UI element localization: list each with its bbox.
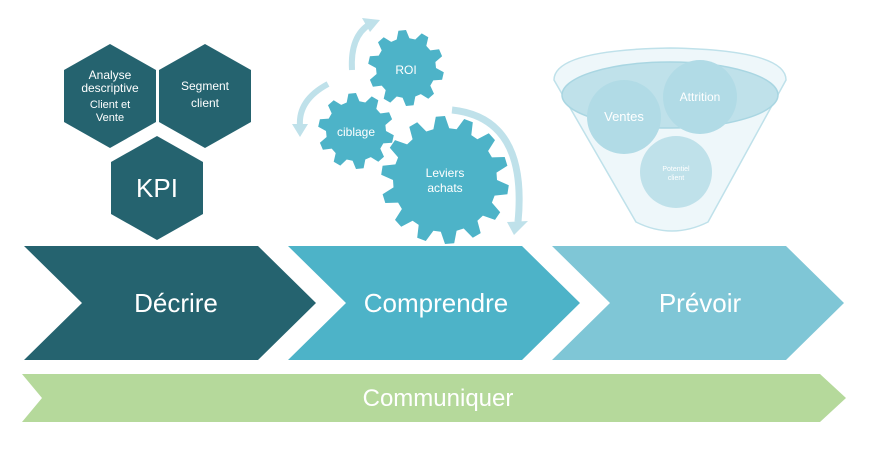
hexagon-group: Analyse descriptive Client et Vente Segm… [64,44,251,240]
arrow-right-curved [451,106,523,223]
hexagon-analyse-line1: Analyse [89,68,132,82]
arrow-left-head [292,124,308,137]
bottom-bar-group: Communiquer [22,374,846,422]
bottom-bar-label: Communiquer [363,385,514,412]
gear-roi-body [368,30,444,106]
hexagon-segment-line2: client [191,96,220,110]
circle-attrition-label: Attrition [680,90,721,104]
gear-leviers-body [381,116,509,244]
gear-group: ROI ciblage Leviers achats [292,18,528,244]
circle-ventes [587,80,661,154]
chevron-decrire [24,246,316,360]
hexagon-analyse-line2: descriptive [81,81,139,95]
funnel-group: Ventes Attrition Potentiel client [553,47,787,232]
hexagon-segment [159,44,251,148]
chevron-decrire-label: Décrire [134,288,218,318]
stage-group: Décrire Comprendre Prévoir [24,246,844,360]
gear-roi [368,30,444,106]
gear-leviers-line2: achats [427,181,462,195]
hexagon-segment-line1: Segment [181,79,230,93]
arrow-left-curved [296,81,330,127]
circle-ventes-label: Ventes [604,109,644,124]
gear-ciblage-label: ciblage [337,125,375,139]
arrow-top-curved [348,21,372,71]
gear-leviers [381,116,509,244]
chevron-comprendre [288,246,580,360]
chevron-prevoir [552,246,844,360]
gear-ciblage [318,93,394,169]
arrow-top-head [362,18,380,32]
circle-potentiel-line1: Potentiel [662,166,690,173]
gear-leviers-line1: Leviers [426,166,465,180]
bottom-bar-communiquer [22,374,846,422]
hexagon-kpi-label: KPI [136,173,178,203]
chevron-comprendre-label: Comprendre [364,288,509,318]
hexagon-analyse [64,44,156,148]
gear-ciblage-body [318,93,394,169]
arrow-right-head [507,221,528,235]
circle-potentiel [640,136,712,208]
circle-potentiel-line2: client [668,175,684,182]
gear-roi-label: ROI [395,63,416,77]
hexagon-analyse-line4: Vente [96,112,124,124]
hexagon-kpi [111,136,203,240]
chevron-prevoir-label: Prévoir [659,288,742,318]
hexagon-analyse-line3: Client et [90,99,130,111]
circle-attrition [663,60,737,134]
